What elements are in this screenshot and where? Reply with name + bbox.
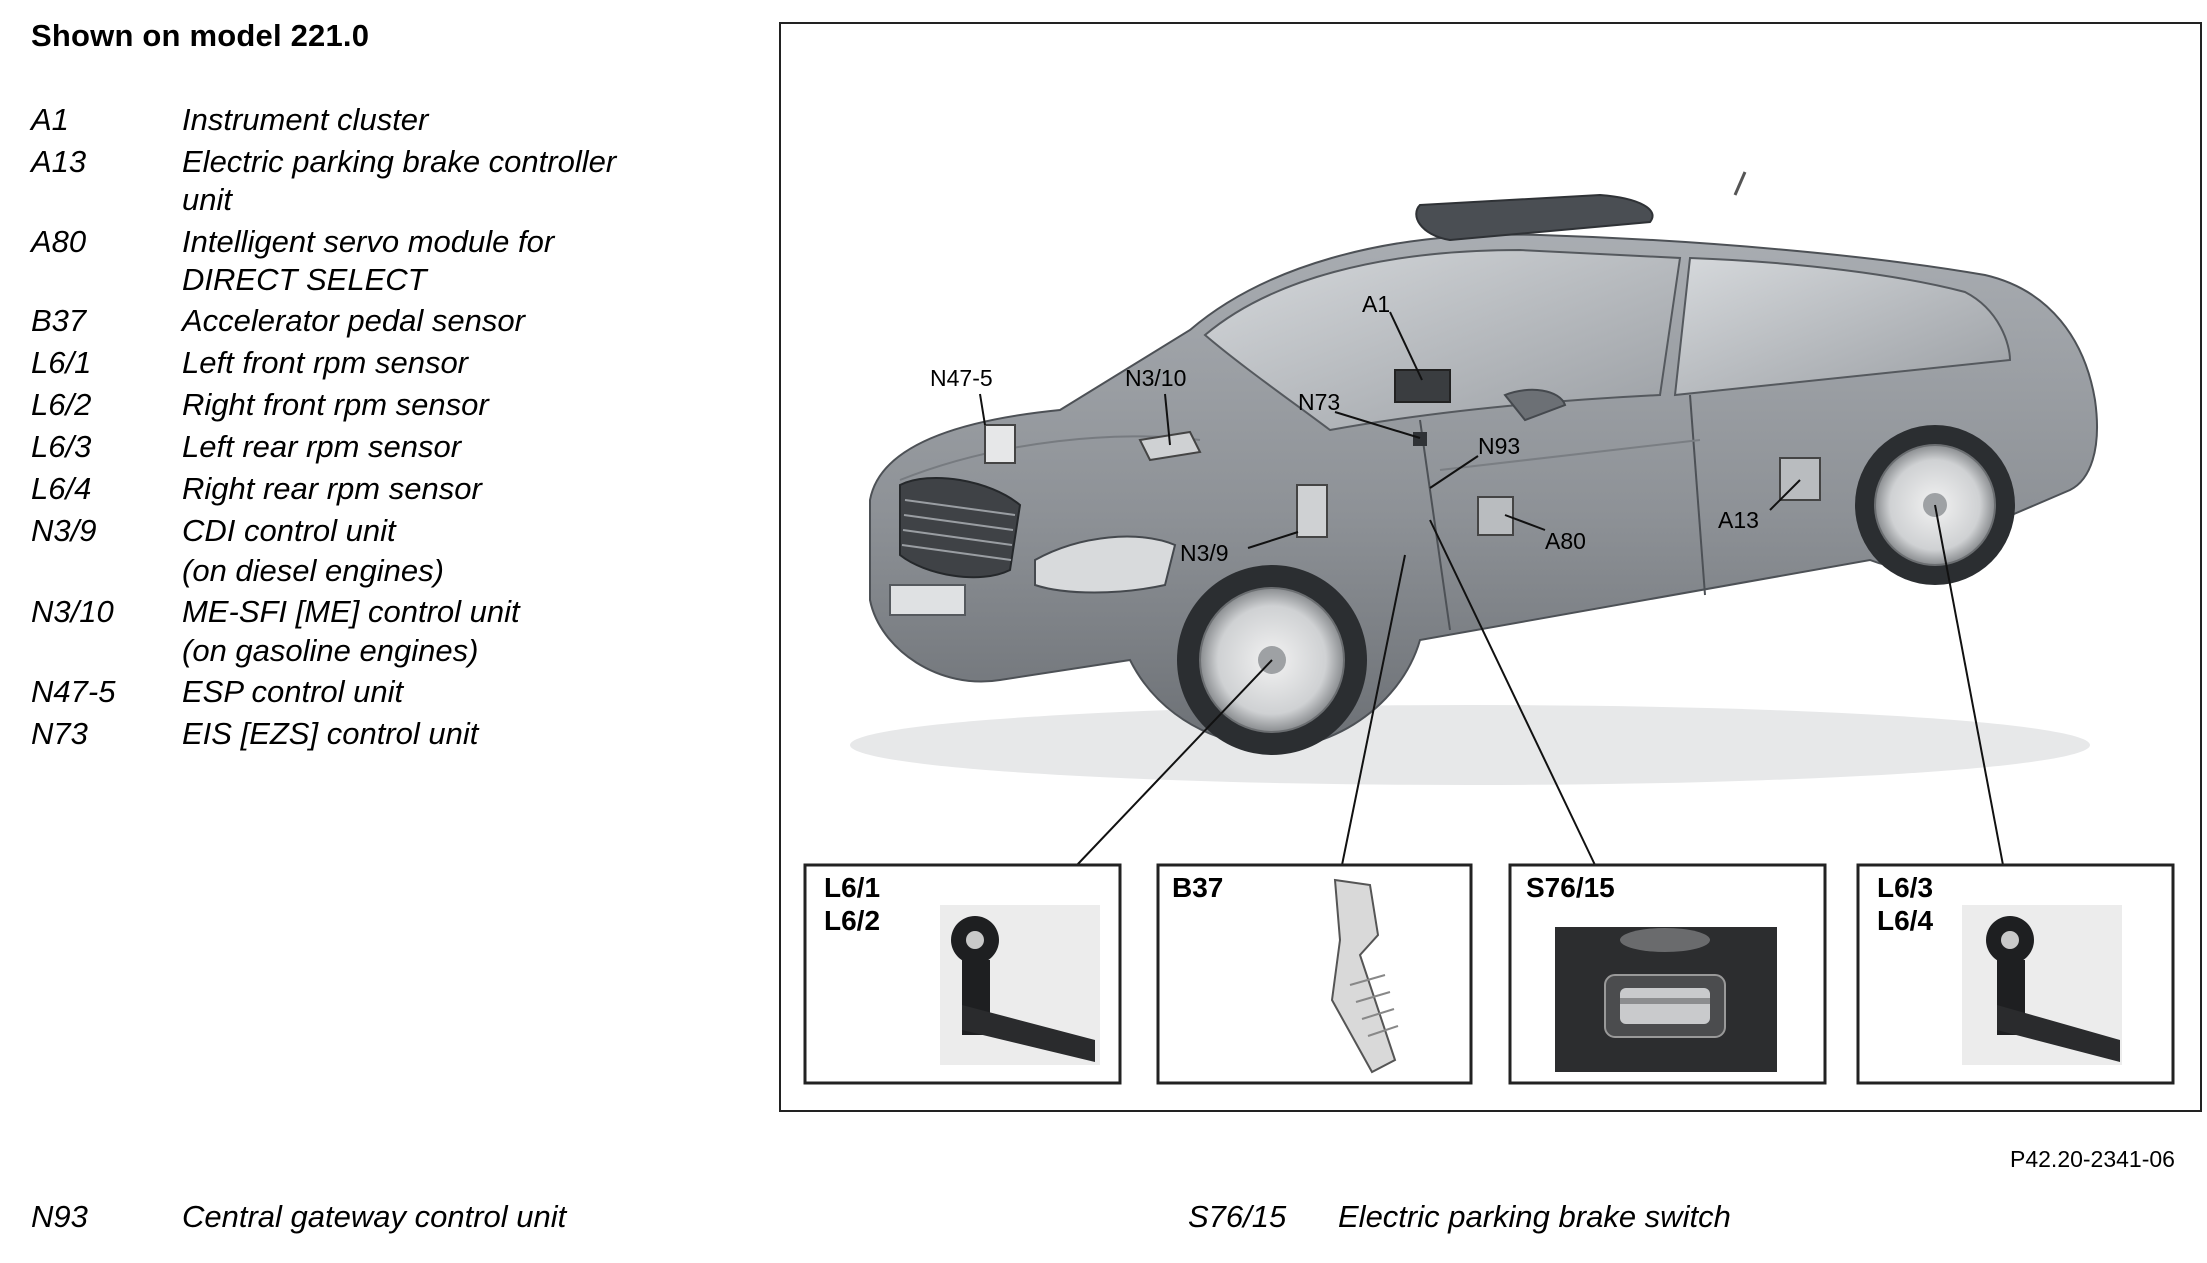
legend-desc: unit — [182, 182, 232, 217]
n47-5-marker — [984, 424, 1016, 464]
callout-a80: A80 — [1545, 528, 1586, 554]
rpm-sensor-icon — [1962, 905, 2122, 1065]
legend-code: L6/1 — [31, 345, 92, 380]
legend-desc: EIS [EZS] control unit — [182, 716, 479, 751]
legend-code: A1 — [31, 102, 69, 137]
figure-reference: P42.20-2341-06 — [2010, 1146, 2175, 1172]
callout-labels: N47-5 N3/10 A1 N73 N93 N3/9 A80 A13 — [930, 291, 1759, 566]
detail-label: S76/15 — [1526, 872, 1615, 903]
legend-desc: Right front rpm sensor — [182, 387, 489, 422]
legend-code: A80 — [31, 224, 87, 259]
legend-desc: Right rear rpm sensor — [182, 471, 482, 506]
detail-label: L6/2 — [824, 905, 880, 936]
legend-desc: Left rear rpm sensor — [182, 429, 462, 464]
callout-n3-10: N3/10 — [1125, 365, 1186, 391]
legend-desc: Instrument cluster — [182, 102, 429, 137]
legend-desc: Left front rpm sensor — [182, 345, 469, 380]
accelerator-pedal-icon — [1330, 878, 1399, 1074]
detail-label: B37 — [1172, 872, 1223, 903]
legend-desc: Electric parking brake controller — [182, 144, 617, 179]
callout-a1: A1 — [1362, 291, 1390, 317]
legend-desc: ESP control unit — [182, 674, 404, 709]
detail-box-front-rpm-sensors: L6/1 L6/2 — [803, 863, 1122, 1085]
parking-brake-switch-icon — [1555, 927, 1777, 1072]
legend-code: N73 — [31, 716, 88, 751]
detail-box-rear-rpm-sensors: L6/3 L6/4 — [1856, 863, 2175, 1085]
legend-code: B37 — [31, 303, 87, 338]
legend-code: N93 — [31, 1199, 88, 1234]
callout-n3-9: N3/9 — [1180, 540, 1229, 566]
diagram-frame — [779, 22, 2202, 1112]
legend-code: A13 — [31, 144, 87, 179]
callout-n73: N73 — [1298, 389, 1340, 415]
legend-desc: Electric parking brake switch — [1338, 1199, 1731, 1234]
car-illustration — [869, 171, 2098, 755]
page-title: Shown on model 221.0 — [31, 18, 370, 53]
leader-lines — [979, 311, 2004, 866]
legend-code: L6/3 — [31, 429, 92, 464]
detail-label: L6/3 — [1877, 872, 1933, 903]
legend-desc: ME-SFI [ME] control unit — [182, 594, 520, 629]
legend-desc: Intelligent servo module for — [182, 224, 555, 259]
legend-desc: CDI control unit — [182, 513, 396, 548]
detail-box-accelerator-pedal: B37 — [1156, 863, 1473, 1085]
callout-n47-5: N47-5 — [930, 365, 993, 391]
n3-9-marker — [1296, 484, 1328, 538]
component-markers — [984, 369, 1821, 538]
rpm-sensor-icon — [940, 905, 1100, 1065]
callout-n93: N93 — [1478, 433, 1520, 459]
ground-shadow — [850, 705, 2090, 785]
legend-code: L6/2 — [31, 387, 92, 422]
legend-desc: Accelerator pedal sensor — [182, 303, 525, 338]
legend-desc: DIRECT SELECT — [182, 262, 427, 297]
legend-code: N3/9 — [31, 513, 97, 548]
a1-marker — [1394, 369, 1451, 403]
callout-a13: A13 — [1718, 507, 1759, 533]
legend-desc: Central gateway control unit — [182, 1199, 567, 1234]
n3-10-marker — [1138, 430, 1202, 462]
detail-label: L6/4 — [1877, 905, 1933, 936]
detail-label: L6/1 — [824, 872, 880, 903]
legend-code: N3/10 — [31, 594, 114, 629]
legend-desc: (on diesel engines) — [182, 553, 444, 588]
legend-desc: (on gasoline engines) — [182, 633, 479, 668]
legend-code: L6/4 — [31, 471, 92, 506]
legend-code: S76/15 — [1188, 1199, 1287, 1234]
detail-box-parking-brake-switch: S76/15 — [1508, 863, 1827, 1085]
n73-marker — [1413, 432, 1427, 446]
legend-code: N47-5 — [31, 674, 116, 709]
